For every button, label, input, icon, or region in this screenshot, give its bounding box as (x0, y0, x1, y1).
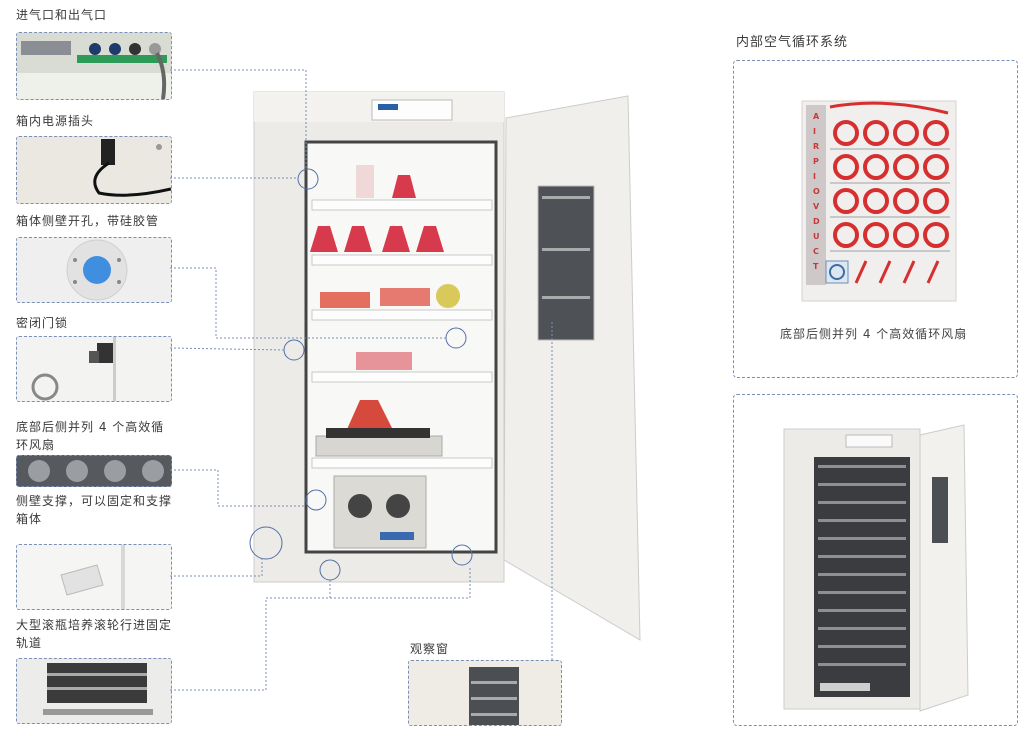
roller-shelf (818, 591, 906, 594)
airflow-circle-arrow (923, 154, 949, 180)
duct-letter: O (813, 187, 820, 196)
roller-shelf (818, 627, 906, 630)
airflow-circle-arrow (863, 120, 889, 146)
airflow-circle-arrow (833, 188, 859, 214)
duct-letter: U (813, 232, 820, 241)
roller-shelf (818, 483, 906, 486)
label-side-support: 侧壁支撑，可以固定和支撑箱体 (16, 494, 173, 526)
airflow-circle-arrow (923, 188, 949, 214)
label-roller-track: 大型滚瓶培养滚轮行进固定轨道 (16, 618, 173, 650)
airflow-caption: 底部后侧并列 4 个高效循环风扇 (780, 327, 968, 341)
airflow-circle-arrow (893, 188, 919, 214)
door-lock-image (17, 337, 171, 401)
airflow-title: 内部空气循环系统 (736, 35, 849, 50)
airflow-circle-arrow (833, 154, 859, 180)
airflow-circle-arrow (893, 222, 919, 248)
roller-incubator-image (783, 424, 969, 712)
roller-shelf (818, 537, 906, 540)
label-door-lock: 密闭门锁 (16, 316, 69, 330)
label-power-socket: 箱内电源插头 (16, 114, 95, 128)
airflow-circle-arrow (923, 222, 949, 248)
airflow-circle-arrow (863, 188, 889, 214)
roller-shelf (818, 519, 906, 522)
roller-shelf (818, 609, 906, 612)
duct-letter: D (813, 217, 820, 226)
duct-letter: R (813, 142, 819, 151)
photo-fans (16, 455, 172, 487)
side-hole-image (17, 238, 171, 302)
fans-image (17, 456, 171, 486)
photo-door-lock (16, 336, 172, 402)
duct-letter: P (813, 157, 819, 166)
airflow-circle-arrow (893, 120, 919, 146)
airflow-circle-arrow (923, 120, 949, 146)
airflow-circle-arrow (833, 120, 859, 146)
airflow-circle-arrow (833, 222, 859, 248)
label-fans: 底部后侧并列 4 个高效循环风扇 (16, 420, 165, 452)
duct-letter: V (813, 202, 820, 211)
roller-shelf (818, 465, 906, 468)
roller-shelf (818, 645, 906, 648)
roller-shelf (818, 573, 906, 576)
photo-side-hole (16, 237, 172, 303)
inlet-outlet-image (17, 33, 171, 99)
roller-shelf (818, 555, 906, 558)
roller-shelf (818, 663, 906, 666)
side-support-image (17, 545, 171, 609)
photo-observation-window (408, 660, 562, 726)
label-observation-window: 观察窗 (410, 642, 450, 656)
roller-incubator-panel (733, 394, 1018, 726)
duct-letter: T (813, 262, 819, 271)
airflow-circle-arrow (863, 154, 889, 180)
roller-shelf (818, 501, 906, 504)
duct-letter: A (813, 112, 820, 121)
label-side-hole: 箱体侧壁开孔，带硅胶管 (16, 214, 160, 228)
airflow-circle-arrow (863, 222, 889, 248)
airflow-circle-arrow (893, 154, 919, 180)
roller-track-image (17, 659, 171, 723)
label-inlet-outlet: 进气口和出气口 (16, 8, 108, 22)
photo-power-socket (16, 136, 172, 204)
power-socket-image (17, 137, 171, 203)
observation-window-image (409, 661, 561, 725)
duct-letter: C (813, 247, 819, 256)
duct-letter: I (813, 172, 816, 181)
photo-roller-track (16, 658, 172, 724)
duct-letter: I (813, 127, 816, 136)
photo-inlet-outlet (16, 32, 172, 100)
photo-side-support (16, 544, 172, 610)
